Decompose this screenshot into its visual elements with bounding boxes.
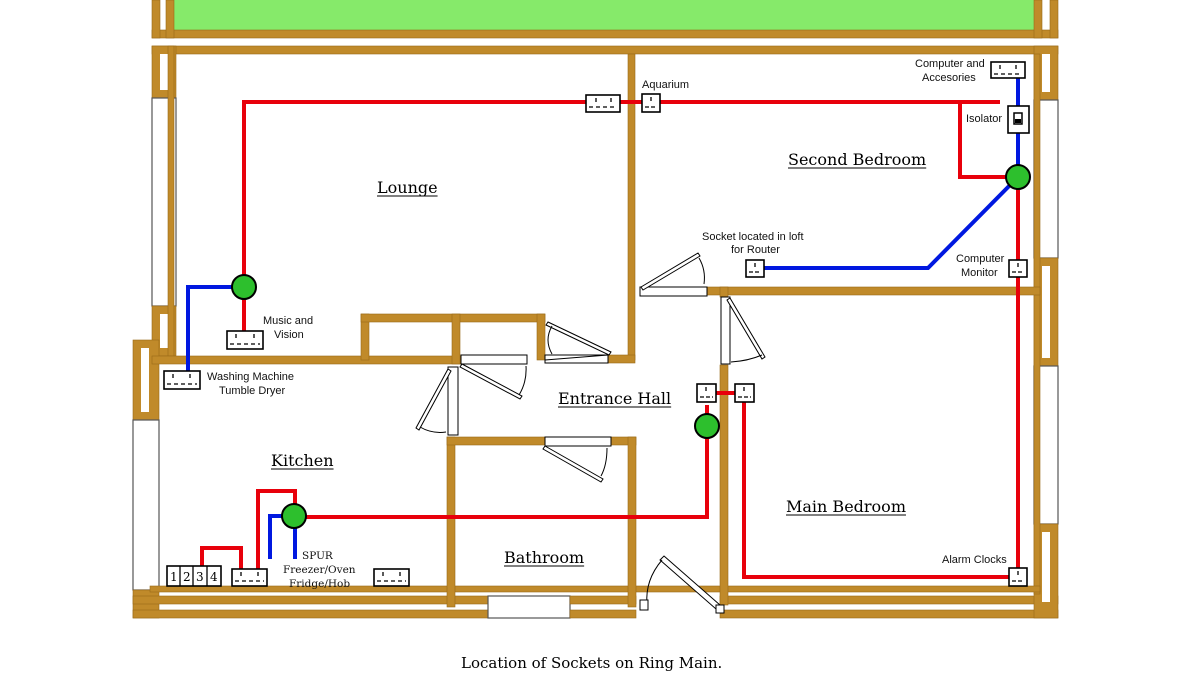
socket-hall (696, 383, 717, 403)
socket-alarm-clocks (1008, 567, 1028, 587)
socket-computer-accessories (990, 61, 1026, 79)
ring-main-wiring (200, 100, 1020, 579)
label-music-2: Vision (274, 329, 304, 341)
label-spur-2: Freezer/Oven (283, 564, 356, 576)
door-second-bedroom (639, 286, 708, 297)
socket-computer-monitor (1008, 259, 1028, 278)
isolator-switch (1007, 105, 1030, 134)
consumer-unit: 1 2 3 4 (166, 565, 222, 587)
fuse-1: 1 (170, 570, 178, 584)
junction-second-bedroom (1005, 164, 1031, 190)
junction-lounge (231, 274, 257, 300)
label-washing-1: Washing Machine (207, 371, 294, 383)
label-spur-1: SPUR (302, 550, 334, 562)
label-alarm-clocks: Alarm Clocks (942, 554, 1007, 566)
socket-lounge-double (585, 94, 621, 113)
socket-aquarium (641, 93, 661, 113)
junction-hall (694, 413, 720, 439)
socket-kitchen-2 (373, 568, 410, 587)
window-bathroom (487, 595, 571, 619)
label-isolator: Isolator (966, 113, 1002, 125)
doors (415, 252, 766, 614)
socket-kitchen-1 (231, 568, 268, 587)
label-router-1: Socket located in loft (702, 231, 804, 243)
door-main-bedroom (720, 296, 731, 365)
room-label-kitchen: Kitchen (271, 451, 334, 470)
inner-walls (149, 45, 1041, 608)
door-bathroom (544, 436, 612, 447)
door-kitchen-b (447, 366, 459, 436)
socket-music-vision (226, 330, 264, 350)
socket-main-bedroom-door (734, 383, 755, 403)
diagram-caption: Location of Sockets on Ring Main. (461, 654, 722, 672)
label-computer-accessories-2: Accesories (922, 72, 976, 84)
room-label-bathroom: Bathroom (504, 548, 584, 567)
socket-washing-machine (163, 370, 201, 390)
socket-router (745, 259, 765, 278)
room-label-second-bedroom: Second Bedroom (788, 150, 926, 169)
fuse-2: 2 (183, 570, 191, 584)
label-computer-accessories-1: Computer and (915, 58, 985, 70)
fuse-4: 4 (210, 570, 218, 584)
label-monitor-2: Monitor (961, 267, 998, 279)
room-label-lounge: Lounge (377, 178, 438, 197)
window-kitchen (132, 419, 160, 591)
label-monitor-1: Computer (956, 253, 1005, 265)
garden (174, 0, 1034, 30)
door-kitchen-a (460, 354, 528, 365)
door-lounge (544, 354, 609, 364)
junction-kitchen (281, 503, 307, 529)
room-label-main-bedroom: Main Bedroom (786, 497, 906, 516)
label-router-2: for Router (731, 244, 780, 256)
fuse-3: 3 (196, 570, 204, 584)
label-aquarium: Aquarium (642, 79, 689, 91)
room-label-entrance-hall: Entrance Hall (558, 389, 671, 408)
label-music-1: Music and (263, 315, 313, 327)
label-washing-2: Tumble Dryer (219, 385, 286, 397)
label-spur-3: Fridge/Hob (289, 578, 350, 590)
front-door (659, 555, 721, 610)
